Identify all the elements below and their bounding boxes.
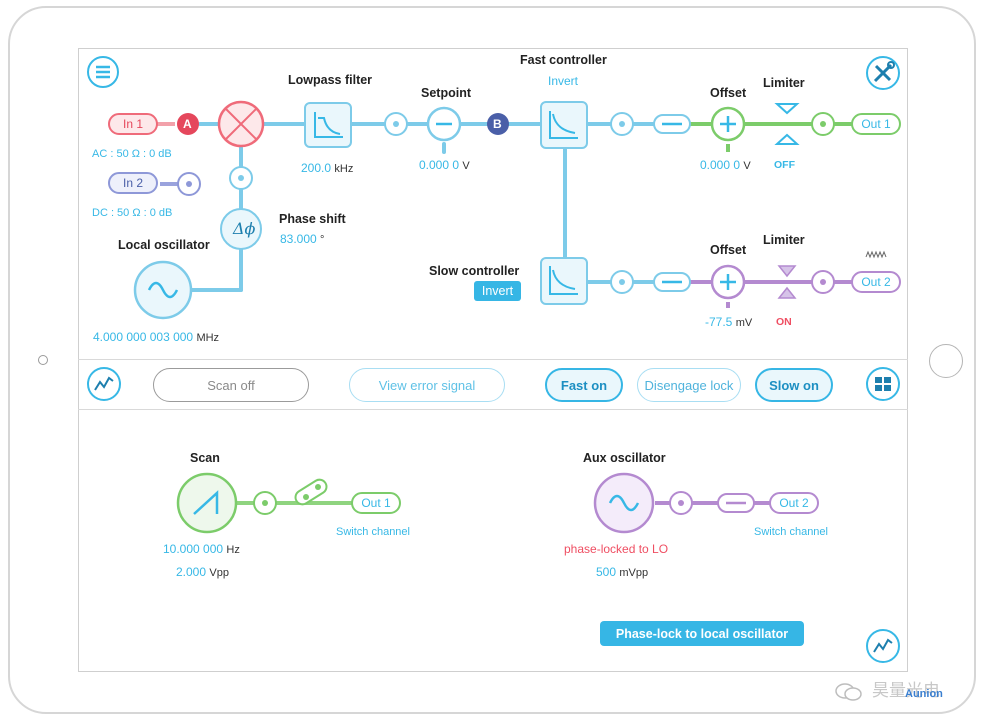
scan-out-label: Out 1 [361, 496, 391, 510]
lowpass-freq: 200.0 [301, 161, 332, 175]
in1-port[interactable]: In 1 [108, 113, 158, 135]
slow-controller-icon[interactable] [541, 258, 587, 304]
menu-icon[interactable] [86, 55, 120, 89]
scan-frequency[interactable]: 10.000 000 Hz [163, 542, 240, 556]
offset1-title: Offset [710, 86, 747, 100]
local-oscillator-icon[interactable] [135, 262, 191, 318]
scan-off-button[interactable]: Scan off [153, 368, 309, 402]
lowpass-title: Lowpass filter [288, 73, 373, 87]
slow-on-button[interactable]: Slow on [755, 368, 833, 402]
scan-amp-number: 2.000 [176, 565, 207, 579]
aux-amp-number: 500 [596, 565, 617, 579]
toolbar-bottom-divider [78, 409, 908, 410]
app-screen [78, 48, 908, 672]
offset1-number: 0.000 0 [700, 158, 741, 172]
scan-out1-port[interactable]: Out 1 [351, 492, 401, 514]
phase-number: 83.000 [280, 232, 317, 246]
lowpass-unit: kHz [334, 163, 354, 175]
fast-controller-title: Fast controller [520, 53, 607, 67]
limiter2-state[interactable]: ON [776, 316, 792, 328]
aux-oscillator-icon[interactable] [595, 474, 653, 532]
view-error-signal-button[interactable]: View error signal [349, 368, 505, 402]
fast-controller-icon[interactable] [541, 102, 587, 148]
home-button[interactable] [929, 344, 963, 378]
out2-label: Out 2 [861, 275, 891, 289]
tools-icon[interactable] [865, 55, 901, 91]
scan-switch-channel[interactable]: Switch channel [336, 526, 410, 538]
grid-view-icon[interactable] [865, 366, 901, 402]
marker-a: A [183, 117, 192, 131]
lowpass-filter-icon[interactable] [305, 103, 351, 147]
wechat-icon [834, 681, 864, 703]
limiter1-title: Limiter [763, 76, 805, 90]
offset2-value[interactable]: -77.5 mV [705, 315, 752, 329]
offset2-title: Offset [710, 243, 747, 257]
phase-shift-title: Phase shift [279, 212, 346, 226]
aux-status: phase-locked to LO [564, 542, 669, 556]
in2-port[interactable]: In 2 [108, 172, 158, 194]
lowpass-value[interactable]: 200.0 kHz [301, 161, 353, 175]
setpoint-title: Setpoint [421, 86, 471, 100]
phase-shift-value[interactable]: 83.000 ° [280, 232, 324, 246]
scope-left-icon[interactable] [86, 366, 122, 402]
in1-coupling[interactable]: AC : 50 Ω : 0 dB [92, 148, 172, 160]
aux-out2-port[interactable]: Out 2 [769, 492, 819, 514]
local-oscillator-title: Local oscillator [118, 238, 210, 252]
in2-coupling[interactable]: DC : 50 Ω : 0 dB [92, 207, 173, 219]
marker-b: B [493, 117, 502, 131]
limiter1-state[interactable]: OFF [774, 159, 795, 171]
aux-oscillator-title: Aux oscillator [583, 451, 666, 465]
lo-unit: MHz [196, 332, 220, 344]
aux-amp-unit: mVpp [619, 567, 649, 579]
scan-switch-icon[interactable] [292, 478, 332, 506]
offset2-unit: mV [735, 317, 753, 329]
limiter1-icon[interactable] [775, 100, 799, 148]
setpoint-number: 0.000 0 [419, 158, 460, 172]
watermark-logo: Aunion [905, 688, 943, 700]
setpoint-unit: V [462, 160, 470, 172]
scan-freq-unit: Hz [226, 544, 240, 556]
scope-bottom-icon[interactable] [865, 628, 901, 664]
aux-amplitude[interactable]: 500 mVpp [596, 565, 648, 579]
out1-port[interactable]: Out 1 [851, 113, 901, 135]
scan-title: Scan [190, 451, 220, 465]
offset1-unit: V [743, 160, 751, 172]
toolbar-top-divider [78, 359, 908, 360]
scan-ramp-icon[interactable] [178, 474, 236, 532]
scan-amplitude[interactable]: 2.000 Vpp [176, 565, 229, 579]
scan-freq-number: 10.000 000 [163, 542, 224, 556]
fast-invert-toggle[interactable]: Invert [548, 74, 579, 88]
in1-label: In 1 [122, 117, 143, 131]
limiter2-title: Limiter [763, 233, 805, 247]
offset1-value[interactable]: 0.000 0 V [700, 158, 751, 172]
phase-lock-button[interactable]: Phase-lock to local oscillator [600, 621, 804, 646]
watermark-text: 昊量光电 [872, 681, 940, 700]
out2-port[interactable]: Out 2 [851, 271, 901, 293]
out1-label: Out 1 [861, 117, 891, 131]
disengage-lock-button[interactable]: Disengage lock [637, 368, 741, 402]
phase-shift-icon[interactable]: Δϕ [233, 219, 256, 238]
limiter2-icon[interactable] [775, 262, 799, 302]
offset2-number: -77.5 [705, 315, 733, 329]
local-oscillator-value[interactable]: 4.000 000 003 000 MHz [93, 330, 219, 344]
phase-unit: ° [320, 234, 325, 246]
scan-amp-unit: Vpp [209, 567, 229, 579]
front-camera [38, 355, 48, 365]
aux-out-label: Out 2 [779, 496, 809, 510]
aux-switch-channel[interactable]: Switch channel [754, 526, 828, 538]
lo-freq: 4.000 000 003 000 [93, 330, 194, 344]
slow-invert-toggle[interactable]: Invert [474, 281, 521, 301]
fast-on-button[interactable]: Fast on [545, 368, 623, 402]
in2-label: In 2 [122, 176, 143, 190]
setpoint-value[interactable]: 0.000 0 V [419, 158, 470, 172]
slow-controller-title: Slow controller [429, 264, 520, 278]
